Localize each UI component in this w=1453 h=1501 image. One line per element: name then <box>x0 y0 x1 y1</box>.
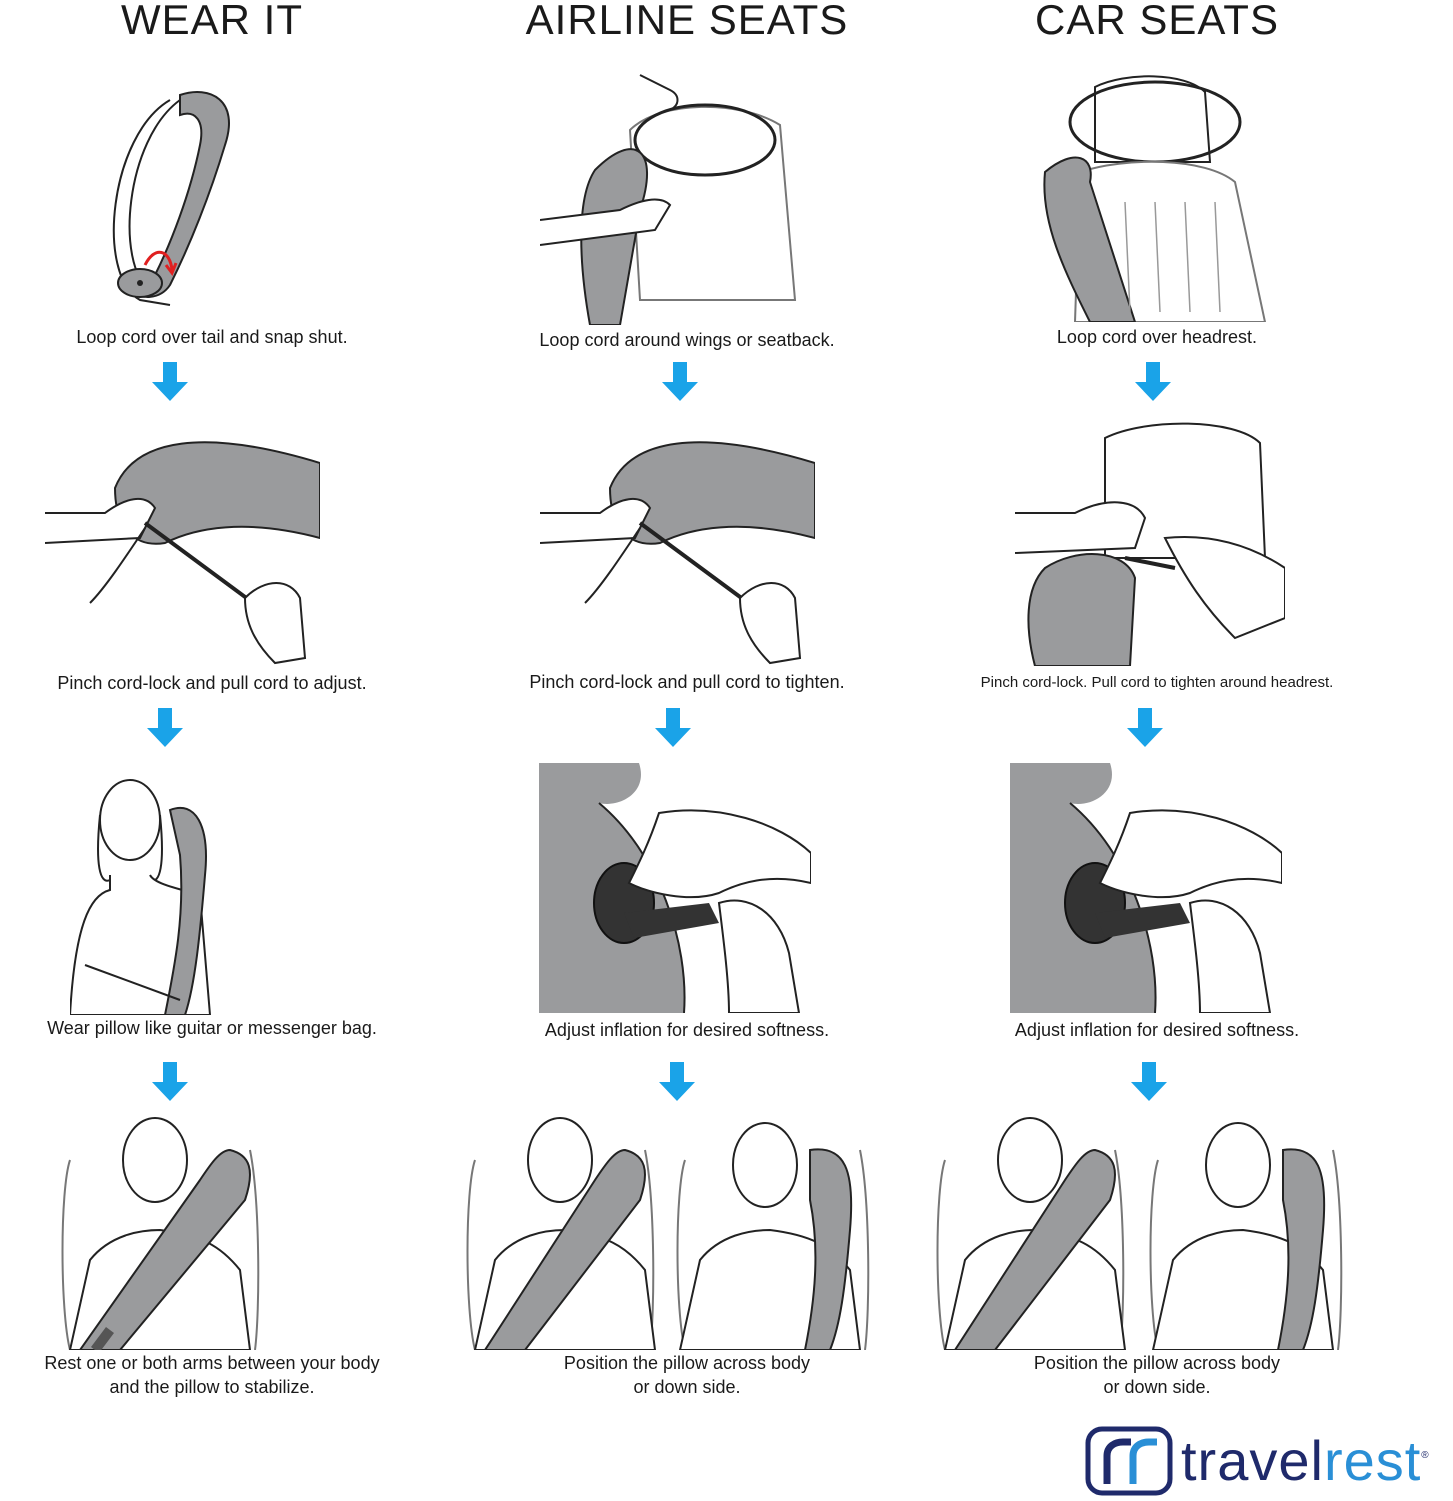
illustration-car-loop-cord <box>1035 72 1275 322</box>
registered-mark: ® <box>1421 1450 1430 1461</box>
illustration-pinch-cord-lock <box>45 428 320 668</box>
step-caption: Adjust inflation for desired softness. <box>1014 1020 1300 1040</box>
column-wear-it: WEAR IT Loop cord over tail and snap shu… <box>0 0 454 1420</box>
step-caption: Adjust inflation for desired softness. <box>544 1020 830 1040</box>
illustration-pinch-cord-lock <box>540 428 815 668</box>
down-arrow-icon <box>145 708 185 748</box>
column-title: WEAR IT <box>121 0 303 43</box>
illustration-loop-cord-tail <box>100 75 270 310</box>
illustration-position-down-side <box>670 1110 880 1350</box>
down-arrow-icon <box>1125 708 1165 748</box>
down-arrow-icon <box>653 708 693 748</box>
illustration-position-down-side <box>1143 1110 1353 1350</box>
down-arrow-icon <box>150 1062 190 1102</box>
down-arrow-icon <box>150 362 190 402</box>
step-caption: Position the pillow across body or down … <box>1033 1353 1281 1397</box>
illustration-position-across-body <box>460 1110 665 1350</box>
brand-name-part2: rest <box>1323 1429 1422 1492</box>
step-caption: Rest one or both arms between your body … <box>44 1353 380 1397</box>
step-caption: Pinch cord-lock. Pull cord to tighten ar… <box>980 674 1334 691</box>
illustration-airline-loop-cord <box>540 70 815 325</box>
step-caption: Position the pillow across body or down … <box>563 1353 811 1397</box>
column-title: CAR SEATS <box>1035 0 1279 43</box>
column-title: AIRLINE SEATS <box>525 0 849 43</box>
step-caption: Pinch cord-lock and pull cord to tighten… <box>529 672 845 692</box>
illustration-car-pinch-cord-lock <box>1015 418 1285 666</box>
travelrest-logo-icon <box>1085 1426 1173 1496</box>
brand-name: travelrest® <box>1181 1433 1430 1489</box>
illustration-adjust-inflation <box>1010 763 1282 1013</box>
illustration-adjust-inflation <box>539 763 811 1013</box>
step-caption: Loop cord over headrest. <box>1056 327 1258 347</box>
step-caption: Loop cord around wings or seatback. <box>539 330 835 350</box>
brand-name-part1: travel <box>1181 1429 1324 1492</box>
down-arrow-icon <box>1129 1062 1169 1102</box>
down-arrow-icon <box>657 1062 697 1102</box>
down-arrow-icon <box>660 362 700 402</box>
down-arrow-icon <box>1133 362 1173 402</box>
step-caption: Wear pillow like guitar or messenger bag… <box>47 1018 377 1038</box>
step-caption: Loop cord over tail and snap shut. <box>76 327 348 347</box>
column-airline-seats: AIRLINE SEATS Loop cord around wings or … <box>445 0 929 1420</box>
step-caption: Pinch cord-lock and pull cord to adjust. <box>57 673 367 693</box>
illustration-rest-arms <box>50 1110 270 1350</box>
column-car-seats: CAR SEATS Loop cord over headrest. Pinch… <box>915 0 1399 1420</box>
illustration-position-across-body <box>930 1110 1135 1350</box>
illustration-wear-pillow <box>70 765 250 1015</box>
travelrest-logo: travelrest® <box>1085 1425 1450 1497</box>
